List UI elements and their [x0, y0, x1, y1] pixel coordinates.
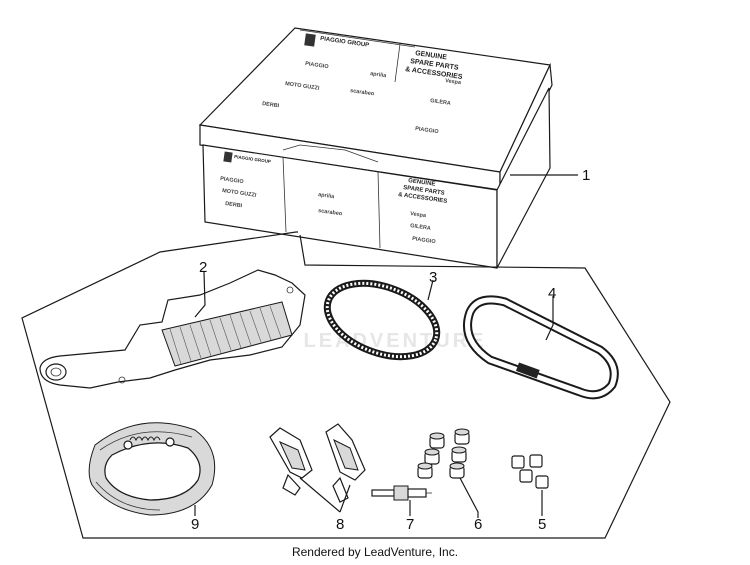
front-genuine-text: GENUINE — [408, 178, 436, 188]
lid-brand-3: Vespa — [445, 78, 463, 86]
lid-brand-1: PIAGGIO — [305, 61, 330, 70]
front-brand-3: DERBI — [225, 201, 243, 209]
callout-1: 1 — [582, 167, 590, 184]
air-filter-part[interactable] — [39, 269, 306, 389]
spare-parts-box[interactable]: PIAGGIO GROUP GENUINE SPARE PARTS & ACCE… — [198, 27, 553, 269]
footer-credit: Rendered by LeadVenture, Inc. — [291, 545, 459, 559]
lid-brand-5: scarabeo — [350, 88, 375, 97]
callout-3: 3 — [429, 269, 437, 286]
drive-belt-part[interactable] — [317, 269, 447, 370]
callout-4: 4 — [548, 285, 556, 302]
lid-brand-6: GILERA — [430, 98, 451, 107]
contents-bracket — [21, 231, 671, 539]
leader-lines — [194, 174, 578, 518]
front-brand-6: Vespa — [410, 211, 428, 219]
callout-7: 7 — [406, 516, 414, 533]
spark-plug-part[interactable] — [371, 485, 432, 501]
front-brand-5: scarabeo — [318, 208, 343, 217]
sliders-part[interactable] — [511, 454, 549, 489]
lid-brand-2: aprilia — [370, 71, 388, 79]
lid-brand-8: PIAGGIO — [415, 126, 440, 135]
callout-8: 8 — [336, 516, 344, 533]
front-brand-2: MOTO GUZZI — [222, 188, 257, 199]
lid-brand-7: DERBI — [262, 101, 280, 109]
front-brand-7: GILERA — [410, 223, 431, 232]
front-brand-1: PIAGGIO — [220, 176, 245, 185]
brake-pads-part[interactable] — [269, 423, 366, 503]
front-group-text: PIAGGIO GROUP — [234, 154, 271, 164]
lid-genuine-text: GENUINE — [415, 50, 448, 61]
callout-6: 6 — [474, 516, 482, 533]
front-brand-4: aprilia — [318, 192, 336, 200]
brake-shoes-part[interactable] — [88, 422, 216, 516]
front-brand-8: PIAGGIO — [412, 236, 437, 245]
callout-2: 2 — [199, 259, 207, 276]
callout-9: 9 — [191, 516, 199, 533]
rollers-part[interactable] — [417, 428, 470, 479]
lid-brand-4: MOTO GUZZI — [285, 81, 320, 92]
callout-5: 5 — [538, 516, 546, 533]
front-spare-text: SPARE PARTS — [403, 185, 445, 197]
belt-part[interactable] — [463, 295, 619, 400]
